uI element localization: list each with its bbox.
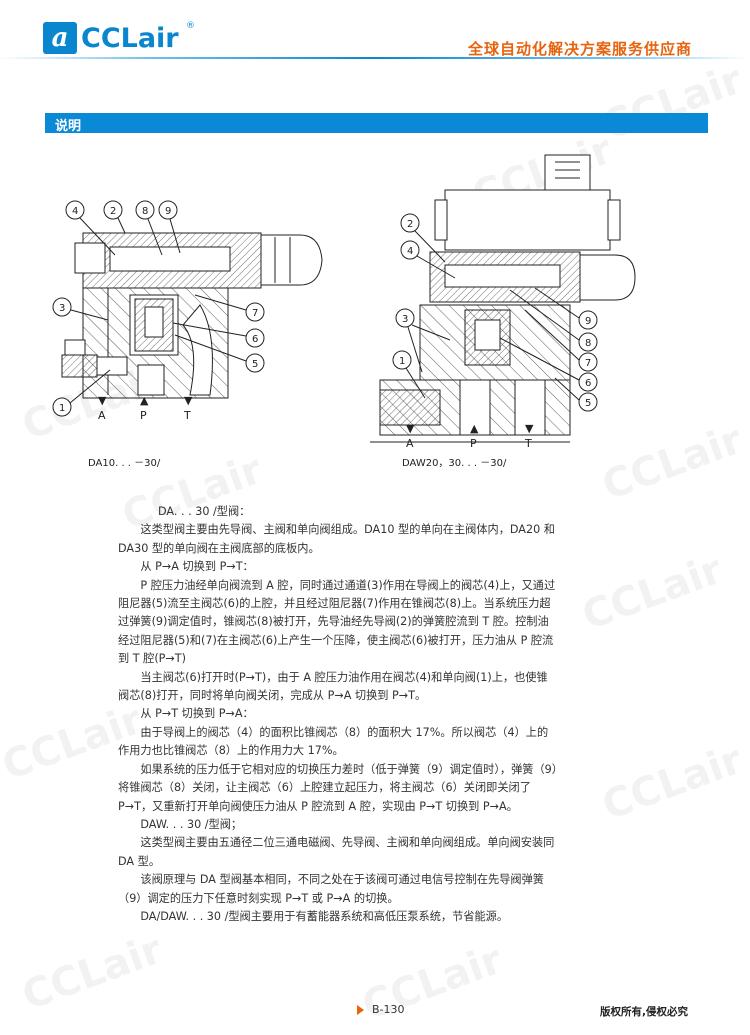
page-number-label: B-130 — [372, 1003, 405, 1016]
paragraph: 这类型阀主要由先导阀、主阀和单向阀组成。DA10 型的单向在主阀体内，DA20 … — [118, 523, 555, 555]
svg-text:2: 2 — [407, 219, 413, 230]
svg-text:P: P — [470, 437, 477, 450]
slogan: 全球自动化解决方案服务供应商 — [467, 40, 692, 58]
paragraph: 该阀原理与 DA 型阀基本相同，不同之处在于该阀可通过电信号控制在先导阀弹簧（9… — [118, 873, 544, 905]
paragraph: 由于导阀上的阀芯（4）的面积比锥阀芯（8）的面积大 17%。所以阀芯（4）上的作… — [118, 725, 549, 758]
svg-text:3: 3 — [402, 314, 408, 325]
svg-text:2: 2 — [110, 206, 116, 217]
svg-text:P: P — [140, 409, 147, 422]
svg-text:1: 1 — [399, 356, 405, 367]
svg-text:T: T — [183, 409, 191, 422]
header-divider — [0, 57, 750, 59]
svg-text:5: 5 — [585, 398, 591, 409]
svg-text:4: 4 — [407, 246, 413, 257]
watermark: CCLair — [596, 736, 749, 830]
paragraph: 如果系统的压力低于它相对应的切换压力差时（低于弹簧（9）调定值时），弹簧（9）将… — [118, 762, 558, 813]
logo-mark-icon: a — [43, 22, 77, 54]
watermark: CCLair — [16, 926, 169, 1020]
brand-logo: a CCLair ® — [43, 21, 195, 54]
svg-text:▼: ▼ — [184, 394, 193, 407]
page-number: B-130 — [357, 1003, 405, 1016]
svg-text:A: A — [98, 409, 106, 422]
section-title: 说明 — [55, 119, 82, 134]
svg-text:3: 3 — [59, 303, 65, 314]
svg-text:6: 6 — [252, 334, 258, 345]
paragraph: DA/DAW. . . 30 /型阀主要用于有蓄能器系统和高低压泵系统，节省能源… — [140, 909, 509, 923]
daw-valve-diagram: 2 4 3 1 9 8 7 6 5 ▼ A ▲ P ▼ T — [370, 154, 636, 450]
paragraph: DAW. . . 30 /型阀； — [140, 817, 243, 831]
da10-valve-diagram: 4 2 8 9 3 7 6 5 1 ▼ A ▲ P ▼ T — [52, 200, 323, 422]
paragraph: 从 P→T 切换到 P→A： — [140, 707, 254, 721]
svg-text:5: 5 — [252, 359, 258, 370]
svg-text:▲: ▲ — [470, 422, 479, 435]
registered-mark: ® — [186, 21, 195, 31]
watermark: CCLair — [596, 56, 749, 150]
svg-text:8: 8 — [585, 338, 591, 349]
paragraph: P 腔压力油经单向阀流到 A 腔，同时通过通道(3)作用在导阀上的阀芯(4)上，… — [118, 578, 556, 666]
svg-text:1: 1 — [59, 403, 65, 414]
diagram-caption-da10: DA10. . . －30/ — [88, 458, 161, 469]
description-body: DA. . . 30 /型阀： 这类型阀主要由先导阀、主阀和单向阀组成。DA10… — [118, 503, 558, 926]
svg-text:9: 9 — [165, 206, 171, 217]
svg-text:4: 4 — [72, 206, 78, 217]
svg-text:▼: ▼ — [525, 422, 534, 435]
triangle-right-icon — [357, 1004, 364, 1015]
svg-text:9: 9 — [585, 316, 591, 327]
paragraph: 当主阀芯(6)打开时(P→T)，由于 A 腔压力油作用在阀芯(4)和单向阀(1)… — [118, 670, 548, 703]
copyright-notice: 版权所有,侵权必究 — [600, 1006, 688, 1018]
section-header: 说明 — [45, 113, 708, 134]
logo-text: CCLair — [81, 23, 179, 54]
svg-text:7: 7 — [252, 308, 258, 319]
svg-text:6: 6 — [585, 378, 591, 389]
paragraph: DA. . . 30 /型阀： — [158, 505, 251, 518]
paragraph: 从 P→A 切换到 P→T： — [140, 560, 254, 574]
svg-text:T: T — [524, 437, 532, 450]
svg-text:▲: ▲ — [140, 394, 149, 407]
watermark: CCLair — [576, 546, 729, 640]
svg-text:A: A — [406, 437, 414, 450]
svg-text:7: 7 — [585, 358, 591, 369]
svg-text:▼: ▼ — [406, 422, 415, 435]
diagram-caption-daw: DAW20，30. . . －30/ — [402, 458, 507, 469]
svg-text:8: 8 — [142, 206, 148, 217]
svg-text:▼: ▼ — [98, 394, 107, 407]
paragraph: 这类型阀主要由五通径二位三通电磁阀、先导阀、主阀和单向阀组成。单向阀安装同 DA… — [118, 836, 555, 868]
